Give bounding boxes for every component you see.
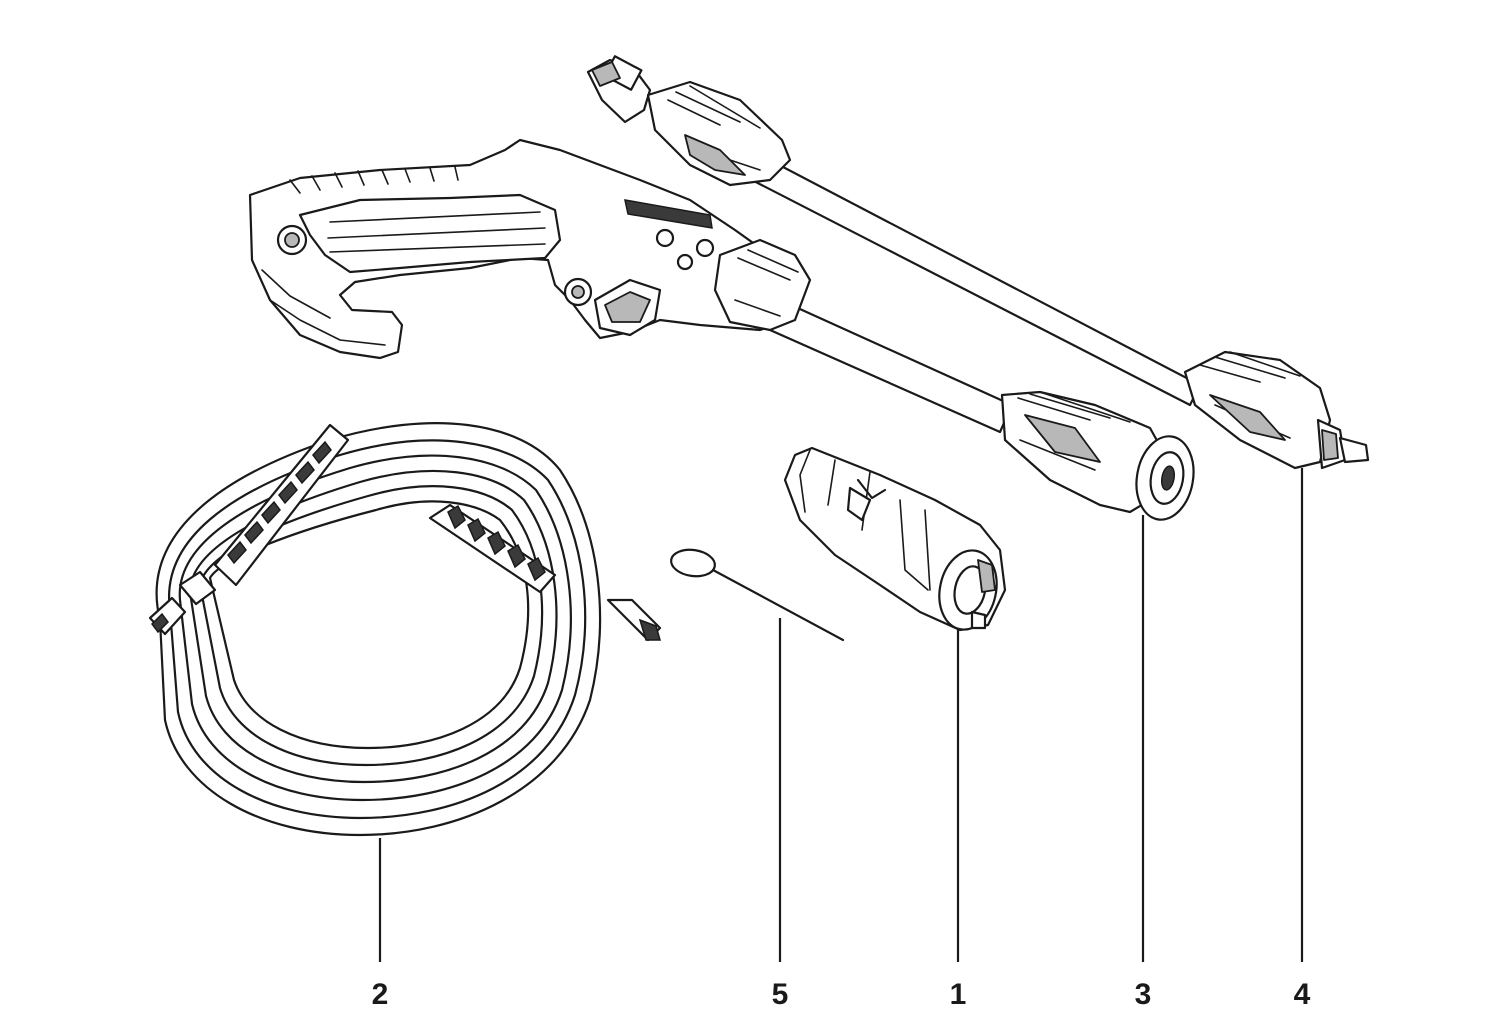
part-3-spray-gun (248, 138, 1195, 521)
callout-1: 1 (950, 978, 967, 1011)
callout-5: 5 (772, 978, 789, 1011)
callout-2: 2 (372, 978, 389, 1011)
part-1-nozzle (783, 446, 1007, 632)
part-2-hose (148, 422, 662, 837)
part-5-cleaning-pin (670, 548, 845, 642)
callout-4: 4 (1294, 978, 1311, 1011)
part-4-lance (586, 55, 1370, 470)
callout-3: 3 (1135, 978, 1152, 1011)
